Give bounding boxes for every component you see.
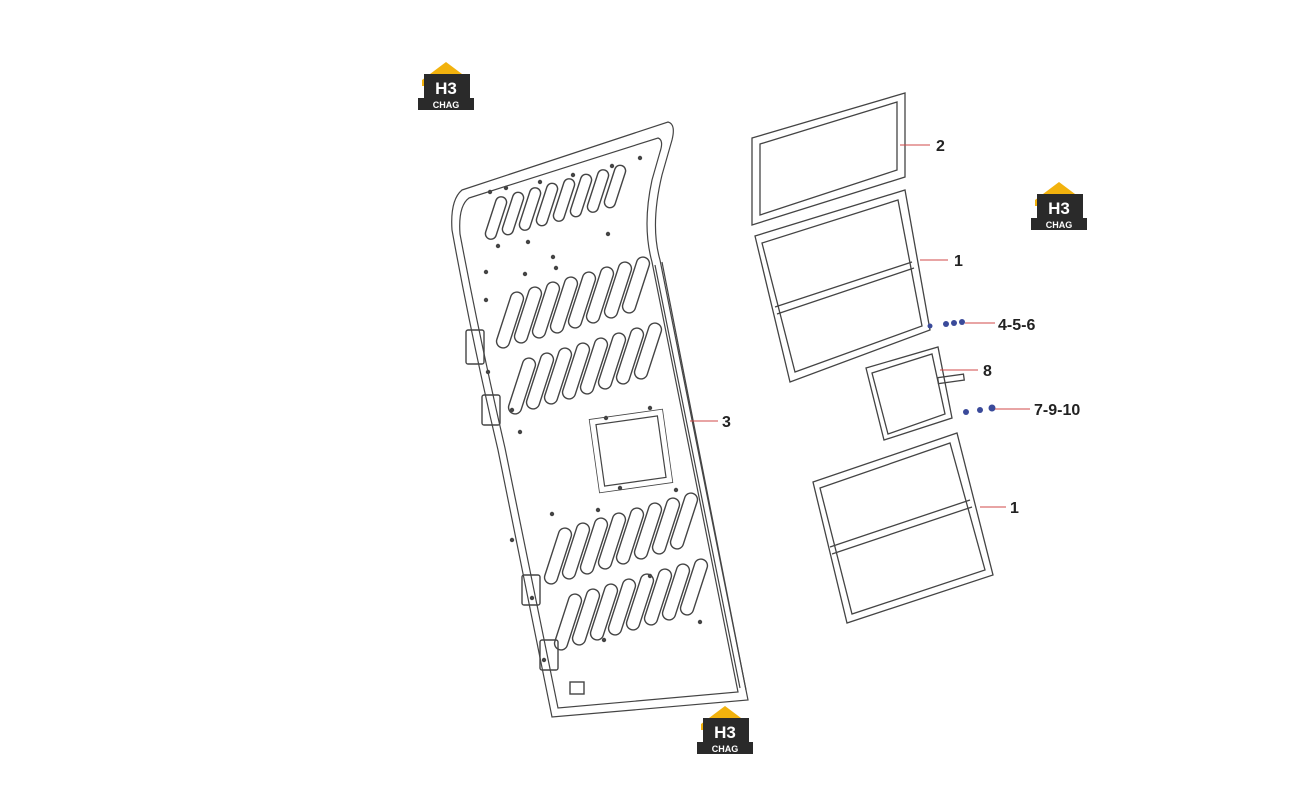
- vent-slot: [643, 568, 673, 626]
- vent-slot: [586, 169, 610, 213]
- vent-slot: [543, 527, 573, 585]
- vent-slot: [567, 271, 597, 329]
- svg-text:CHAG: CHAG: [712, 744, 739, 754]
- fasteners-upper: [927, 319, 965, 329]
- mounting-hole: [495, 243, 501, 249]
- vent-slot: [543, 347, 573, 405]
- mounting-hole: [529, 595, 535, 601]
- callout-cover-plate: 8: [983, 363, 992, 380]
- callout-door-panel: 3: [722, 414, 731, 431]
- mounting-hole: [595, 507, 601, 513]
- callout-gasket: 2: [936, 138, 945, 155]
- mounting-hole: [517, 429, 523, 435]
- vent-slot: [621, 256, 651, 314]
- vent-slot: [553, 593, 583, 651]
- mounting-hole: [673, 487, 679, 493]
- brand-logo-bottom: H3 CHAG: [697, 706, 753, 754]
- callout-frame-upper: 1: [954, 253, 963, 270]
- mounting-hole: [503, 185, 509, 191]
- vent-slot: [603, 164, 627, 209]
- mounting-hole: [485, 369, 491, 375]
- vent-slot: [589, 583, 619, 641]
- brand-logo-top: H3 CHAG: [418, 62, 474, 110]
- mounting-hole: [483, 297, 489, 303]
- vent-slot: [535, 182, 559, 227]
- vent-slot: [507, 357, 537, 415]
- vent-slot: [579, 337, 609, 395]
- vent-slot: [679, 558, 709, 616]
- vent-slot: [597, 512, 627, 570]
- mounting-hole: [549, 511, 555, 517]
- vent-slot: [603, 261, 633, 319]
- mounting-hole: [601, 637, 607, 643]
- mounting-hole: [605, 231, 611, 237]
- vent-slot: [633, 322, 663, 380]
- cover-plate: [865, 346, 966, 441]
- vent-slot: [625, 573, 655, 631]
- vent-slot: [513, 286, 543, 344]
- mounting-hole: [525, 239, 531, 245]
- svg-text:CHAG: CHAG: [433, 100, 460, 110]
- vent-slot: [571, 588, 601, 646]
- access-opening: [595, 415, 667, 487]
- mounting-hole: [509, 407, 515, 413]
- vent-slots: [484, 164, 709, 651]
- svg-text:CHAG: CHAG: [1046, 220, 1073, 230]
- vent-slot: [615, 507, 645, 565]
- vent-slot: [585, 266, 615, 324]
- vent-slot: [607, 578, 637, 636]
- svg-text:H3: H3: [714, 723, 736, 742]
- vent-slot: [495, 291, 525, 349]
- vent-slot: [669, 492, 699, 550]
- svg-text:H3: H3: [1048, 199, 1070, 218]
- mounting-hole: [647, 405, 653, 411]
- door-panel: [451, 121, 749, 718]
- vent-slot: [579, 517, 609, 575]
- vent-slot: [615, 327, 645, 385]
- mounting-hole: [537, 179, 543, 185]
- mounting-hole: [647, 573, 653, 579]
- frame-lower: [812, 432, 994, 624]
- vent-slot: [561, 522, 591, 580]
- vent-slot: [501, 191, 525, 236]
- fasteners-lower: [963, 404, 996, 415]
- vent-slot: [549, 276, 579, 334]
- frame-upper: [754, 189, 931, 383]
- callout-fasteners-upper: 4-5-6: [998, 317, 1035, 334]
- svg-text:H3: H3: [435, 79, 457, 98]
- mounting-hole: [570, 172, 576, 178]
- vent-slot: [569, 173, 593, 218]
- vent-slot: [597, 332, 627, 390]
- callout-frame-lower: 1: [1010, 500, 1019, 517]
- gasket: [751, 92, 906, 226]
- mounting-hole: [550, 254, 556, 260]
- brand-logo-right: H3 CHAG: [1031, 182, 1087, 230]
- leader-lines: [690, 144, 1030, 508]
- mounting-hole: [617, 485, 623, 491]
- mounting-hole: [483, 269, 489, 275]
- callout-fasteners-lower: 7-9-10: [1034, 402, 1080, 419]
- mounting-holes: [483, 155, 703, 663]
- mounting-hole: [637, 155, 643, 161]
- hinges: [465, 329, 585, 695]
- vent-slot: [561, 342, 591, 400]
- mounting-hole: [487, 189, 493, 195]
- vent-slot: [484, 196, 508, 240]
- vent-slot: [633, 502, 663, 560]
- vent-slot: [651, 497, 681, 555]
- vent-slot: [661, 563, 691, 621]
- mounting-hole: [522, 271, 528, 277]
- vent-slot: [518, 187, 542, 231]
- vent-slot: [531, 281, 561, 339]
- mounting-hole: [509, 537, 515, 543]
- vent-slot: [525, 352, 555, 410]
- vent-slot: [552, 178, 576, 222]
- mounting-hole: [609, 163, 615, 169]
- mounting-hole: [697, 619, 703, 625]
- mounting-hole: [603, 415, 609, 421]
- mounting-hole: [553, 265, 559, 271]
- mounting-hole: [541, 657, 547, 663]
